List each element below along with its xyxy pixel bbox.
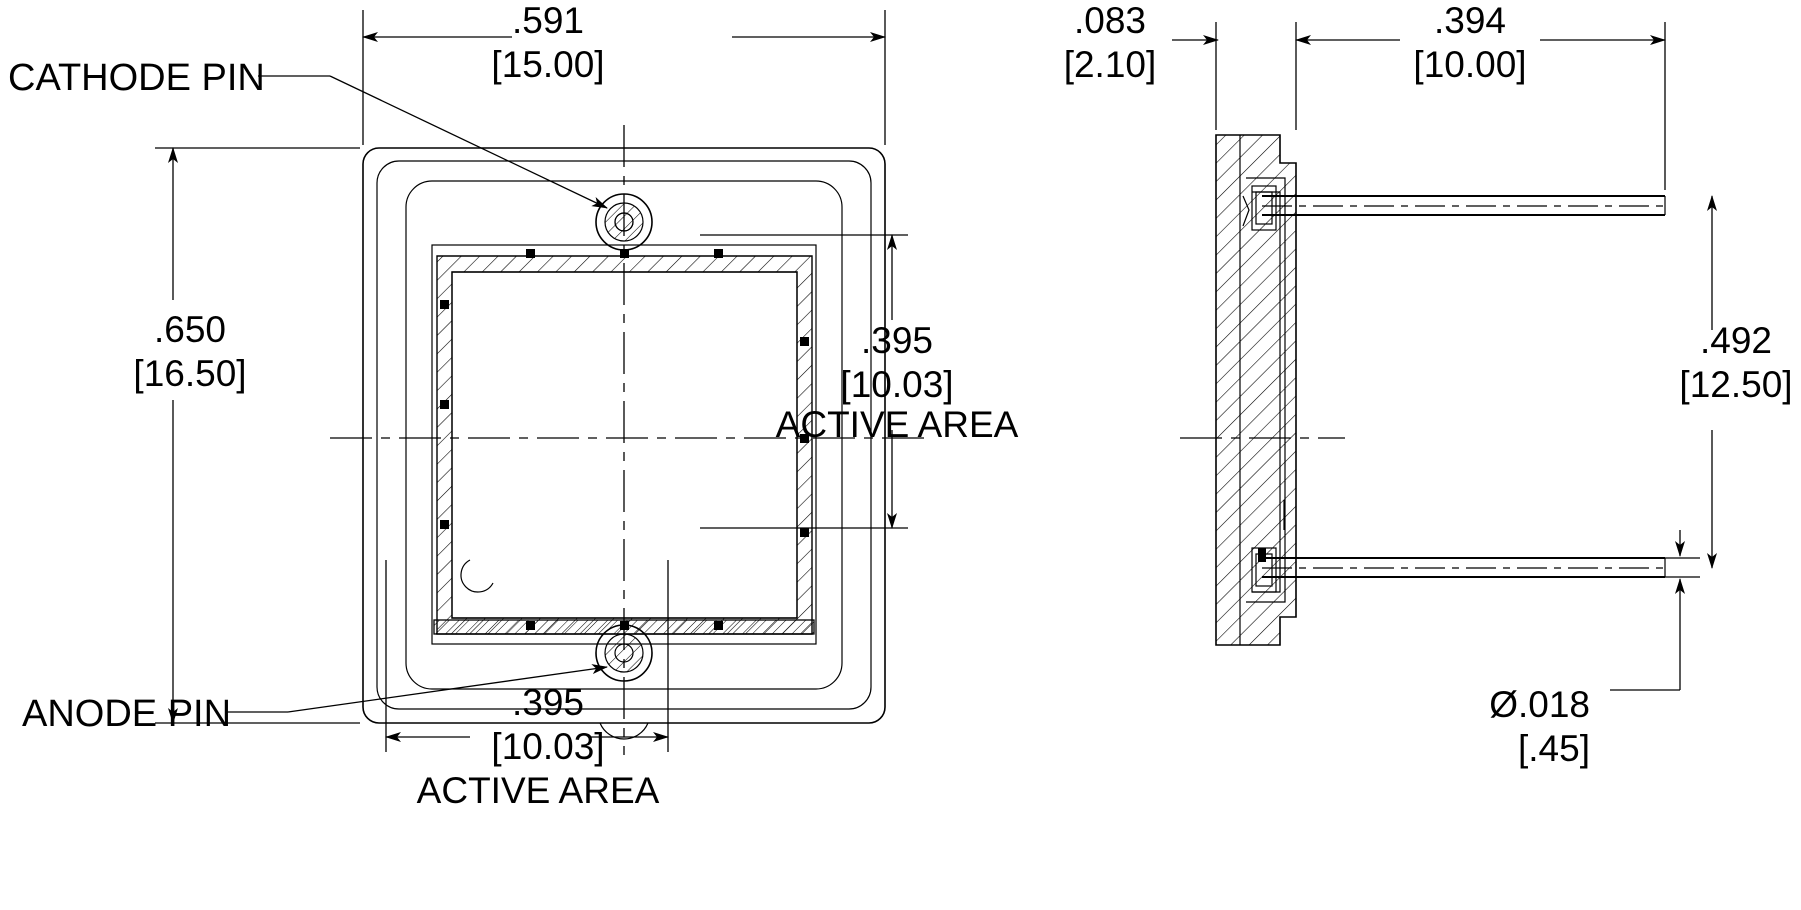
dim-active-area-horizontal-note: ACTIVE AREA: [417, 770, 660, 811]
dim-active-area-horizontal-inch: .395: [512, 682, 584, 723]
dim-flange-thickness-mm: [2.10]: [1064, 44, 1157, 85]
dim-pin-diameter-inch: Ø.018: [1489, 684, 1590, 725]
dim-active-area-vertical-mm: [10.03]: [840, 364, 953, 405]
dim-flange-thickness-inch: .083: [1074, 0, 1146, 41]
dim-body-depth-inch: .394: [1434, 0, 1506, 41]
dim-pin-diameter: [1610, 530, 1700, 691]
dim-pin-span-inch: .492: [1700, 320, 1772, 361]
package-bottom-notch: [599, 722, 649, 740]
front-view: CATHODE PIN ANODE PIN .591 [15.00]: [8, 0, 1019, 811]
die-corner-arc-mark: [460, 559, 494, 593]
dim-pin-span-mm: [12.50]: [1679, 364, 1792, 405]
dim-top-width-inch: .591: [512, 0, 584, 41]
dim-flange-thickness: [1172, 22, 1219, 130]
dim-left-height: [155, 147, 360, 724]
dim-top-width-mm: [15.00]: [491, 44, 604, 85]
dim-body-depth-mm: [10.00]: [1413, 44, 1526, 85]
dim-active-area-horizontal: [385, 560, 669, 752]
anode-pin-leader: [225, 664, 608, 713]
dim-active-area-vertical-inch: .395: [861, 320, 933, 361]
cathode-pin-label: CATHODE PIN: [8, 57, 265, 99]
anode-pin-feature: [596, 625, 652, 681]
dim-left-height-mm: [16.50]: [133, 353, 246, 394]
anode-pin-label: ANODE PIN: [22, 693, 231, 735]
dim-top-width: [362, 10, 886, 145]
cathode-pin-leader: [258, 75, 608, 209]
body-cross-section: [1216, 135, 1296, 645]
anode-pin-seal: [1251, 547, 1277, 593]
dim-body-depth: [1295, 22, 1666, 190]
dim-active-area-vertical: [700, 234, 908, 529]
side-section-view: .083 [2.10] .394 [10.00] .492 [12.50]: [1064, 0, 1793, 769]
cathode-pin-seal: [1251, 185, 1277, 231]
cathode-lead-wire: [1262, 195, 1670, 216]
dim-left-height-inch: .650: [154, 309, 226, 350]
dim-active-area-horizontal-mm: [10.03]: [491, 726, 604, 767]
dim-pin-diameter-mm: [.45]: [1518, 728, 1590, 769]
cathode-pin-feature: [596, 194, 652, 250]
dim-active-area-vertical-note: ACTIVE AREA: [776, 404, 1019, 445]
anode-lead-wire: [1262, 557, 1670, 578]
